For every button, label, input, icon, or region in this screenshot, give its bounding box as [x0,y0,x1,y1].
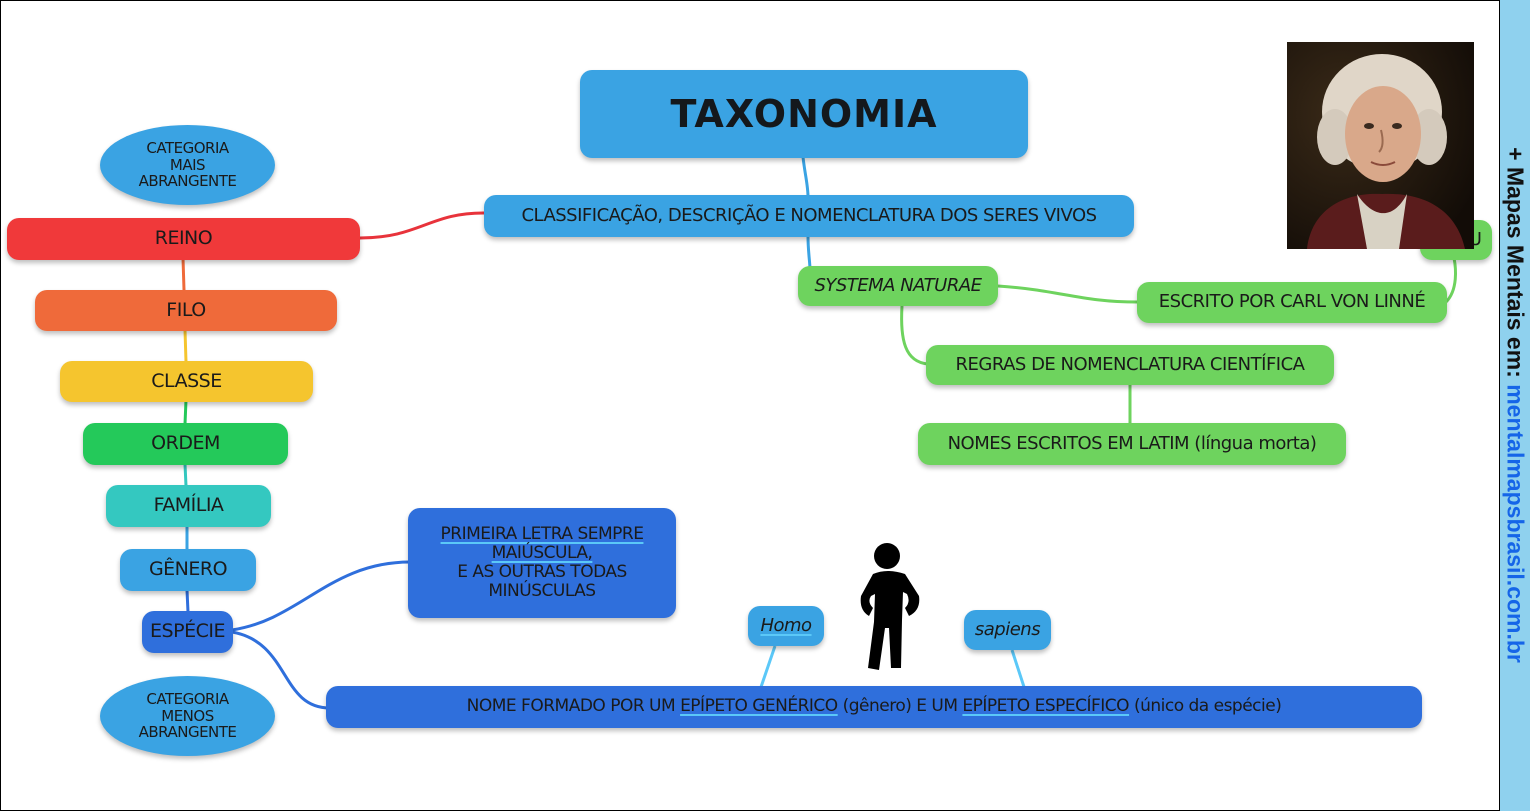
binomial-term-specific: EPÍPETO ESPECÍFICO [962,696,1130,717]
capitalization-rest: E AS OUTRAS TODAS MINÚSCULAS [457,562,627,602]
taxonomia-title: TAXONOMIA [580,70,1028,158]
edge-sapiens-binomial [1010,649,1027,691]
edge-reino-filo [181,257,186,291]
edge-definition-systema [806,235,812,271]
rank-ordem: ORDEM [83,423,288,465]
edge-especie-capitalization [231,560,411,632]
category-top-line-2: MAIS [169,155,206,174]
systema-naturae-node: SYSTEMA NATURAE [798,266,998,306]
edge-especie-binomial [231,630,331,710]
rank-especie: ESPÉCIE [142,611,233,653]
written-by-node: ESCRITO POR CARL VON LINNÉ [1137,282,1447,323]
side-banner-text: + Mapas Mentais em: mentalmapsbrasil.com… [1502,147,1529,663]
binomial-node: NOME FORMADO POR UM EPÍPETO GENÉRICO (gê… [326,686,1422,728]
side-banner-url[interactable]: mentalmapsbrasil.com.br [1502,384,1529,663]
category-bottom-line-2: MENOS [161,706,214,725]
capitalization-node: PRIMEIRA LETRA SEMPRE MAIÚSCULA, E AS OU… [408,508,676,618]
species-example-node: sapiens [964,610,1051,650]
side-banner-prefix: + Mapas Mentais em: [1502,147,1529,385]
definition-node: CLASSIFICAÇÃO, DESCRIÇÃO E NOMENCLATURA … [484,195,1134,237]
side-banner [1500,0,1530,811]
capitalization-underlined: PRIMEIRA LETRA SEMPRE MAIÚSCULA, [440,523,644,563]
edge-written-lineu [1444,257,1458,304]
genus-example-node: Homo [748,606,824,646]
category-top-ellipse: CATEGORIA MAIS ABRANGENTE [100,125,275,205]
category-top-line-3: ABRANGENTE [138,172,237,191]
binomial-term-generic: EPÍPETO GENÉRICO [680,696,838,717]
rank-genero: GÊNERO [120,549,256,591]
linnaeus-portrait [1287,42,1474,249]
category-top-line-1: CATEGORIA [146,138,229,157]
person-icon [860,543,920,670]
edge-genero-especie [185,589,190,613]
edge-filo-classe [183,329,188,363]
edge-systema-written [997,284,1139,304]
category-bottom-line-1: CATEGORIA [146,689,229,708]
rank-filo: FILO [35,290,337,331]
binomial-part-3: (único da espécie) [1129,696,1282,717]
rules-node: REGRAS DE NOMENCLATURA CIENTÍFICA [926,345,1334,385]
edge-title-definition [801,156,810,198]
category-bottom-line-3: ABRANGENTE [138,723,237,742]
latin-node: NOMES ESCRITOS EM LATIM (língua morta) [918,423,1346,465]
rank-reino: REINO [7,218,360,260]
edge-reino-definition [359,211,487,240]
rank-familia: FAMÍLIA [106,485,271,527]
binomial-part-2: (gênero) E UM [837,696,963,717]
genus-example-label: Homo [760,614,812,636]
edge-systema-rules [900,305,929,366]
edge-ordem-familia [183,463,188,487]
binomial-part-1: NOME FORMADO POR UM [466,696,681,717]
rank-classe: CLASSE [60,361,313,402]
category-bottom-ellipse: CATEGORIA MENOS ABRANGENTE [100,676,275,756]
edge-homo-binomial [758,645,777,691]
edge-classe-ordem [183,399,188,425]
